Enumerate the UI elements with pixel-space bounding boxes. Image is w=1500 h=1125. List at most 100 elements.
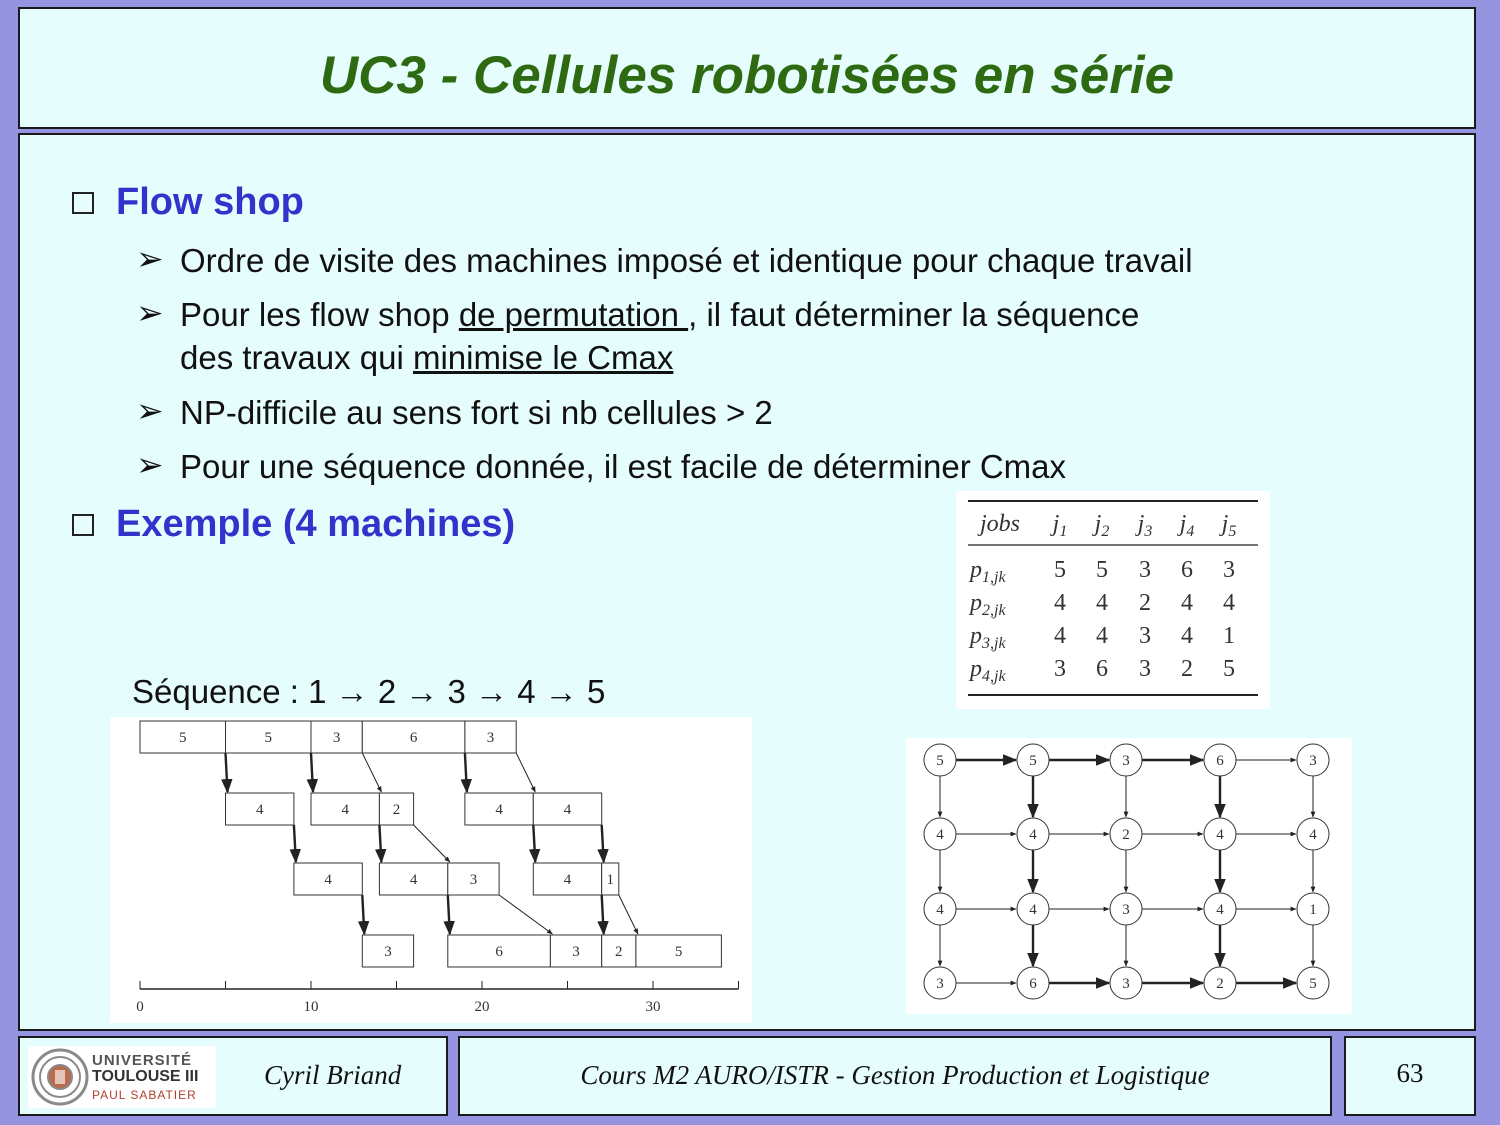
bullet-text-part: Pour les flow shop — [180, 296, 459, 333]
arrow-right-icon: → — [544, 673, 578, 710]
gantt-task-label: 5 — [179, 730, 187, 746]
arrow-bullet-icon: ➢ — [136, 294, 164, 331]
arrow-right-icon: → — [405, 673, 439, 710]
sequence-label: Séquence : 1 — [132, 673, 327, 710]
section-exemple: Exemple (4 machines) — [72, 503, 515, 546]
gantt-arrow — [357, 894, 370, 936]
graph-node — [1203, 743, 1237, 777]
gantt-arrow — [498, 894, 553, 935]
gantt-arrow — [515, 752, 536, 793]
gantt-task-label: 3 — [487, 730, 495, 746]
table-cell: 3 — [1139, 623, 1151, 649]
graph-node-label: 6 — [1029, 976, 1037, 992]
table-cell: 3 — [1054, 656, 1066, 682]
graph-node — [1296, 966, 1330, 1000]
gantt-task-label: 6 — [495, 944, 503, 960]
gantt-task-bar — [464, 792, 534, 826]
graph-node-label: 2 — [1216, 976, 1224, 992]
bullet-text-part: des travaux qui — [180, 339, 413, 376]
section-label: Flow shop — [116, 181, 304, 223]
table-row-label: p3,jk — [968, 623, 1006, 652]
graph-node — [1109, 892, 1143, 926]
gantt-task-bar — [139, 720, 226, 754]
title-panel: UC3 - Cellules robotisées en série — [18, 7, 1476, 129]
checkbox-square-icon — [72, 513, 94, 536]
gantt-task-label: 1 — [607, 872, 615, 888]
gantt-arrow — [361, 752, 382, 793]
gantt-task-bar — [225, 720, 312, 754]
gantt-task-label: 4 — [341, 802, 349, 818]
gantt-task-label: 6 — [410, 730, 418, 746]
graph-node-label: 3 — [1309, 753, 1317, 769]
table-cell: 4 — [1054, 590, 1066, 616]
gantt-task-label: 4 — [564, 872, 572, 888]
sequence-step: 5 — [586, 673, 606, 710]
graph-node-label: 6 — [1216, 753, 1224, 769]
gantt-axis-label: 30 — [646, 999, 661, 1015]
table-cell: 2 — [1181, 656, 1193, 682]
gantt-axis-label: 10 — [304, 999, 319, 1015]
underlined-text: de permutation — [458, 296, 689, 333]
gantt-task-bar — [549, 934, 603, 968]
footer-author-panel: UNIVERSITÉ TOULOUSE III PAUL SABATIER Cy… — [18, 1036, 448, 1116]
gantt-arrow — [528, 824, 541, 864]
table-cell: 4 — [1181, 623, 1193, 649]
graph-node — [1016, 817, 1050, 851]
graph-node — [1203, 817, 1237, 851]
graph-node — [1016, 892, 1050, 926]
graph-node-label: 3 — [936, 976, 944, 992]
section-label: Exemple (4 machines) — [116, 503, 516, 545]
gantt-arrow — [221, 752, 233, 794]
graph-node-label: 3 — [1122, 753, 1130, 769]
bullet-text: Pour une séquence donnée, il est facile … — [180, 448, 1067, 485]
table-cell: 4 — [1054, 623, 1066, 649]
arrow-right-icon: → — [475, 673, 509, 710]
gantt-task-label: 3 — [333, 730, 341, 746]
gantt-task-label: 4 — [564, 802, 572, 818]
gantt-arrow — [597, 894, 609, 936]
sequence-step: 2 — [377, 673, 397, 710]
slide-title: UC3 - Cellules robotisées en série — [319, 46, 1175, 105]
gantt-task-label: 5 — [675, 944, 683, 960]
table-cell: 3 — [1223, 557, 1235, 583]
gantt-task-label: 3 — [572, 944, 580, 960]
university-seal-icon — [31, 1048, 89, 1106]
graph-node-label: 4 — [1216, 902, 1224, 918]
bullet-item: ➢ Ordre de visite des machines imposé et… — [136, 239, 1193, 282]
gantt-task-bar — [447, 862, 500, 896]
univ-line3: PAUL SABATIER — [92, 1088, 197, 1102]
table-cell: 6 — [1096, 656, 1108, 682]
gantt-task-label: 4 — [410, 872, 418, 888]
table-cell: 4 — [1223, 590, 1235, 616]
gantt-arrow — [443, 894, 455, 936]
gantt-task-bar — [601, 862, 620, 896]
gantt-arrow — [289, 824, 301, 864]
graph-node — [1109, 817, 1143, 851]
table-cell: 4 — [1096, 590, 1108, 616]
gantt-axis-label: 20 — [475, 999, 490, 1015]
gantt-task-bar — [225, 792, 295, 826]
gantt-arrow — [460, 752, 472, 794]
gantt-arrow — [306, 752, 319, 794]
university-logo: UNIVERSITÉ TOULOUSE III PAUL SABATIER — [28, 1046, 216, 1108]
table-header-cell: j2 — [1092, 511, 1110, 540]
table-cell: 1 — [1223, 623, 1235, 649]
graph-node — [923, 743, 957, 777]
graph-node — [1109, 966, 1143, 1000]
graph-node — [1109, 743, 1143, 777]
graph-node-label: 4 — [1029, 902, 1037, 918]
gantt-task-bar — [635, 934, 722, 968]
gantt-task-bar — [601, 934, 637, 968]
bullet-item: ➢ NP-difficile au sens fort si nb cellul… — [136, 391, 773, 434]
gantt-task-bar — [361, 934, 415, 968]
graph-node-label: 4 — [1216, 827, 1224, 843]
gantt-task-bar — [532, 862, 603, 896]
graph-node-label: 4 — [936, 902, 944, 918]
table-row-label: p2,jk — [968, 590, 1006, 619]
gantt-task-label: 4 — [495, 802, 503, 818]
univ-line2: TOULOUSE III — [92, 1068, 199, 1085]
gantt-task-bar — [378, 792, 415, 826]
section-flow-shop: Flow shop — [72, 181, 304, 224]
bullet-item: ➢ Pour les flow shop de permutation , il… — [136, 293, 1139, 379]
